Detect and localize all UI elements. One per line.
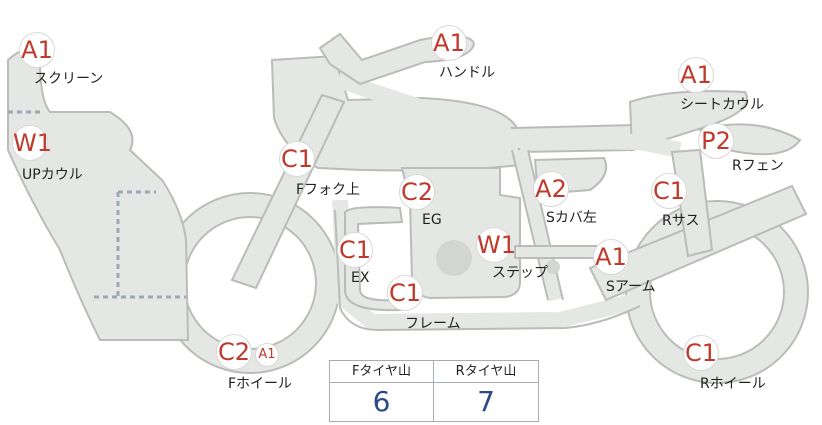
upper-cowl-shape (7, 49, 190, 341)
swing-arm-rating-badge: A1 (593, 239, 629, 275)
engine-rating-badge: C2 (399, 174, 435, 210)
rear-tread-header: Rタイヤ山 (434, 361, 538, 383)
frame-rating-badge: C1 (387, 275, 423, 311)
rear-wheel-shape (627, 202, 807, 382)
swing-arm-label: Sアーム (606, 279, 656, 295)
handle-label: ハンドル (439, 65, 495, 81)
rear-suspension-rating-badge: C1 (651, 173, 687, 209)
frame-lower-rail (332, 199, 642, 331)
side-cover-rating-badge: A2 (533, 171, 569, 207)
engine-label: EG (422, 212, 442, 228)
frame-rear-stay-outline (511, 149, 564, 301)
front-fork-label: Fフォク上 (296, 182, 361, 198)
up-cowl-rating-badge: W1 (12, 125, 52, 161)
front-fork-rating-badge: C1 (279, 141, 315, 177)
exhaust-label: EX (351, 270, 370, 286)
tire-tread-table: Fタイヤ山 Rタイヤ山 6 7 (329, 360, 539, 422)
rear-fender-label: Rフェン (732, 158, 784, 174)
frame-rear-stay (513, 148, 562, 302)
frame-upper-rail (335, 72, 682, 158)
rear-wheel-label: Rホイール (700, 376, 766, 392)
seat-cowl-rating-badge: A1 (678, 57, 714, 93)
seat-cowl-label: シートカウル (680, 97, 764, 113)
front-wheel-label: Fホイール (228, 376, 293, 392)
front-tread-value: 6 (330, 383, 434, 421)
screen-rating-badge: A1 (19, 32, 55, 68)
rear-tread-value: 7 (477, 385, 495, 418)
front-wheel-rating-badge: C2 (216, 334, 252, 370)
screen-label: スクリーン (34, 71, 104, 87)
exhaust-shape (344, 206, 404, 312)
frame-label: フレーム (405, 316, 461, 332)
step-label: ステップ (492, 265, 548, 281)
engine-cover-spot (436, 240, 472, 276)
front-wheel-extra-rating-badge: A1 (255, 343, 279, 367)
front-fork-shape (230, 93, 346, 290)
rear-fender-rating-badge: P2 (698, 123, 734, 159)
handle-rating-badge: A1 (431, 25, 467, 61)
step-rating-badge: W1 (476, 227, 516, 263)
step-peg-spot (546, 260, 560, 274)
exhaust-rating-badge: C1 (337, 232, 373, 268)
frame-outline (334, 209, 641, 332)
side-cover-label: Sカバ左 (546, 210, 597, 226)
rear-suspension-label: Rサス (662, 213, 700, 229)
front-tread-header: Fタイヤ山 (330, 361, 434, 383)
up-cowl-label: UPカウル (22, 167, 83, 183)
rear-wheel-rating-badge: C1 (683, 335, 719, 371)
